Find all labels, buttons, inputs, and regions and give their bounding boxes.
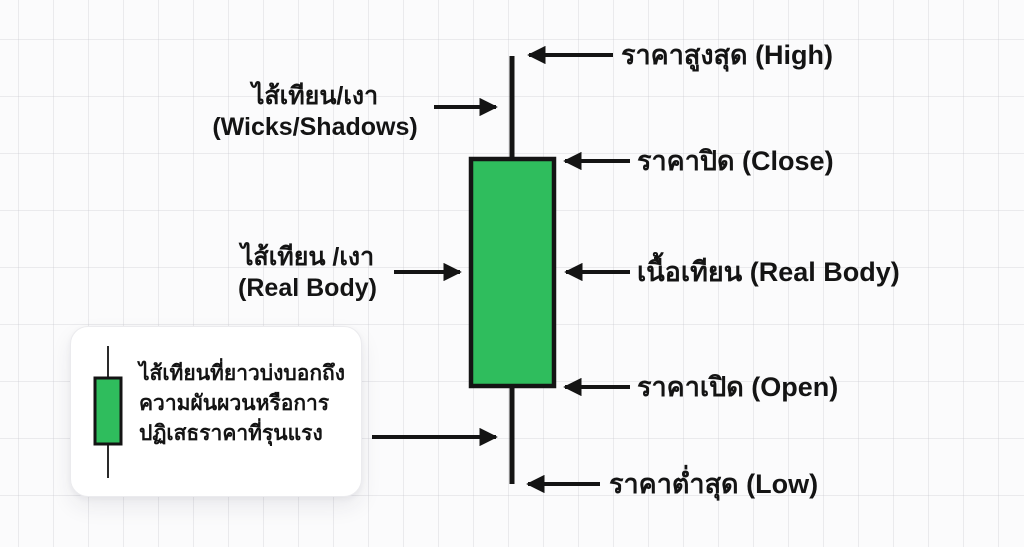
note-card-text-line1: ไส้เทียนที่ยาวบ่งบอกถึง (139, 362, 346, 385)
main-candlestick (468, 56, 557, 484)
mini-candlestick (93, 346, 123, 478)
real-body-right-label: เนื้อเทียน (Real Body) (637, 257, 900, 287)
wicks-shadows-label-line1: ไส้เทียน/เงา (251, 82, 379, 110)
real-body-left-label: ไส้เทียน /เงา (Real Body) (190, 242, 425, 304)
wicks-shadows-label: ไส้เทียน/เงา (Wicks/Shadows) (198, 81, 432, 143)
candle-real-body (468, 156, 557, 389)
mini-real-body (93, 376, 123, 446)
note-card-text-line2: ความผันผวนหรือการ (139, 392, 330, 415)
real-body-left-label-line2: (Real Body) (238, 274, 377, 302)
note-card-text: ไส้เทียนที่ยาวบ่งบอกถึง ความผันผวนหรือกา… (139, 359, 354, 449)
real-body-left-label-line1: ไส้เทียน /เงา (240, 243, 375, 271)
note-card: ไส้เทียนที่ยาวบ่งบอกถึง ความผันผวนหรือกา… (70, 326, 362, 497)
wicks-shadows-label-line2: (Wicks/Shadows) (212, 113, 418, 141)
note-card-text-line3: ปฏิเสธราคาที่รุนแรง (139, 422, 323, 445)
open-label: ราคาเปิด (Open) (637, 372, 839, 402)
close-label: ราคาปิด (Close) (637, 146, 834, 176)
high-label: ราคาสูงสุด (High) (621, 40, 834, 70)
low-label: ราคาต่ำสุด (Low) (609, 469, 819, 499)
